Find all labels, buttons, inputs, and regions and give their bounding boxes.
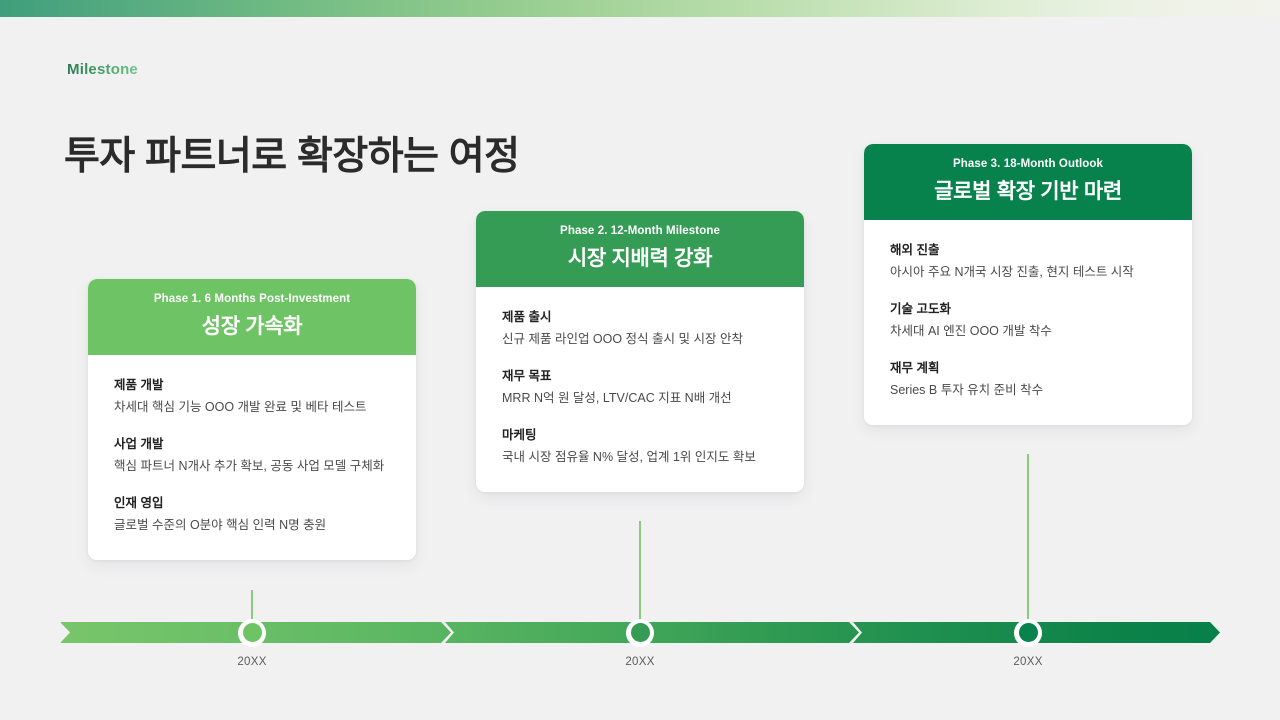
list-item: 제품 출시 신규 제품 라인업 OOO 정식 출시 및 시장 안착 [502, 309, 778, 348]
item-title: 사업 개발 [114, 437, 164, 452]
item-desc: 차세대 핵심 기능 OOO 개발 완료 및 베타 테스트 [114, 400, 367, 415]
phase-card-2-heading: 시장 지배력 강화 [567, 246, 713, 270]
list-item: 재무 계획 Series B 투자 유치 준비 착수 [890, 360, 1166, 399]
timeline-marker-dot [242, 623, 262, 642]
connector-line-3 [1027, 454, 1029, 632]
phase-card-1-phase-label: Phase 1. 6 Months Post-Investment [153, 293, 351, 305]
phase-card-3[interactable]: Phase 3. 18-Month Outlook 글로벌 확장 기반 마련 해… [864, 144, 1192, 426]
phase-card-1-header: Phase 1. 6 Months Post-Investment 성장 가속화 [88, 279, 416, 355]
item-title: 해외 진출 [890, 242, 940, 257]
list-item: 재무 목표 MRR N억 원 달성, LTV/CAC 지표 N배 개선 [502, 368, 778, 407]
item-title: 제품 출시 [502, 309, 552, 324]
phase-card-3-header: Phase 3. 18-Month Outlook 글로벌 확장 기반 마련 [864, 144, 1192, 220]
eyebrow-label: Milestone [67, 61, 138, 78]
item-desc: 차세대 AI 엔진 OOO 개발 착수 [890, 324, 1052, 339]
top-gradient-banner [0, 0, 1280, 17]
phase-card-3-phase-label: Phase 3. 18-Month Outlook [952, 158, 1104, 170]
timeline-marker-2[interactable] [626, 618, 654, 647]
list-item: 해외 진출 아시아 주요 N개국 시장 진출, 현지 테스트 시작 [890, 242, 1166, 281]
connector-line-2 [639, 521, 641, 632]
phase-card-2-header: Phase 2. 12-Month Milestone 시장 지배력 강화 [476, 211, 804, 287]
item-desc: MRR N억 원 달성, LTV/CAC 지표 N배 개선 [502, 391, 732, 406]
list-item: 기술 고도화 차세대 AI 엔진 OOO 개발 착수 [890, 301, 1166, 340]
timeline-marker-dot [630, 623, 650, 642]
item-title: 재무 계획 [890, 361, 940, 376]
item-title: 인재 영입 [114, 496, 164, 511]
timeline-marker-3[interactable] [1014, 618, 1042, 647]
page-title: 투자 파트너로 확장하는 여정 [64, 135, 520, 179]
phase-card-2-body: 제품 출시 신규 제품 라인업 OOO 정식 출시 및 시장 안착 재무 목표 … [476, 286, 804, 493]
phase-card-1-heading: 성장 가속화 [201, 314, 303, 338]
phase-card-3-body: 해외 진출 아시아 주요 N개국 시장 진출, 현지 테스트 시작 기술 고도화… [864, 219, 1192, 426]
timeline-label-1: 20XX [237, 656, 267, 668]
connector-line-1 [251, 590, 253, 632]
timeline-marker-dot [1018, 623, 1038, 642]
phase-card-2-phase-label: Phase 2. 12-Month Milestone [560, 225, 720, 237]
phase-card-1[interactable]: Phase 1. 6 Months Post-Investment 성장 가속화… [88, 279, 416, 561]
list-item: 사업 개발 핵심 파트너 N개사 추가 확보, 공동 사업 모델 구체화 [114, 436, 390, 475]
list-item: 인재 영입 글로벌 수준의 O분야 핵심 인력 N명 충원 [114, 495, 390, 534]
item-desc: Series B 투자 유치 준비 착수 [890, 383, 1044, 398]
item-title: 재무 목표 [502, 369, 552, 384]
item-desc: 신규 제품 라인업 OOO 정식 출시 및 시장 안착 [502, 332, 743, 347]
timeline [60, 618, 1220, 647]
list-item: 제품 개발 차세대 핵심 기능 OOO 개발 완료 및 베타 테스트 [114, 377, 390, 416]
item-desc: 아시아 주요 N개국 시장 진출, 현지 테스트 시작 [890, 265, 1134, 280]
item-desc: 국내 시장 점유율 N% 달성, 업계 1위 인지도 확보 [502, 450, 756, 465]
phase-card-2[interactable]: Phase 2. 12-Month Milestone 시장 지배력 강화 제품… [476, 211, 804, 493]
item-desc: 글로벌 수준의 O분야 핵심 인력 N명 충원 [114, 518, 327, 533]
list-item: 마케팅 국내 시장 점유율 N% 달성, 업계 1위 인지도 확보 [502, 427, 778, 466]
item-title: 마케팅 [502, 428, 537, 443]
item-title: 제품 개발 [114, 377, 164, 392]
item-desc: 핵심 파트너 N개사 추가 확보, 공동 사업 모델 구체화 [114, 459, 385, 474]
phase-card-1-body: 제품 개발 차세대 핵심 기능 OOO 개발 완료 및 베타 테스트 사업 개발… [88, 354, 416, 561]
timeline-label-2: 20XX [625, 656, 655, 668]
item-title: 기술 고도화 [890, 302, 951, 317]
phase-card-3-heading: 글로벌 확장 기반 마련 [934, 179, 1122, 203]
timeline-marker-1[interactable] [238, 618, 266, 647]
timeline-label-3: 20XX [1013, 656, 1043, 668]
